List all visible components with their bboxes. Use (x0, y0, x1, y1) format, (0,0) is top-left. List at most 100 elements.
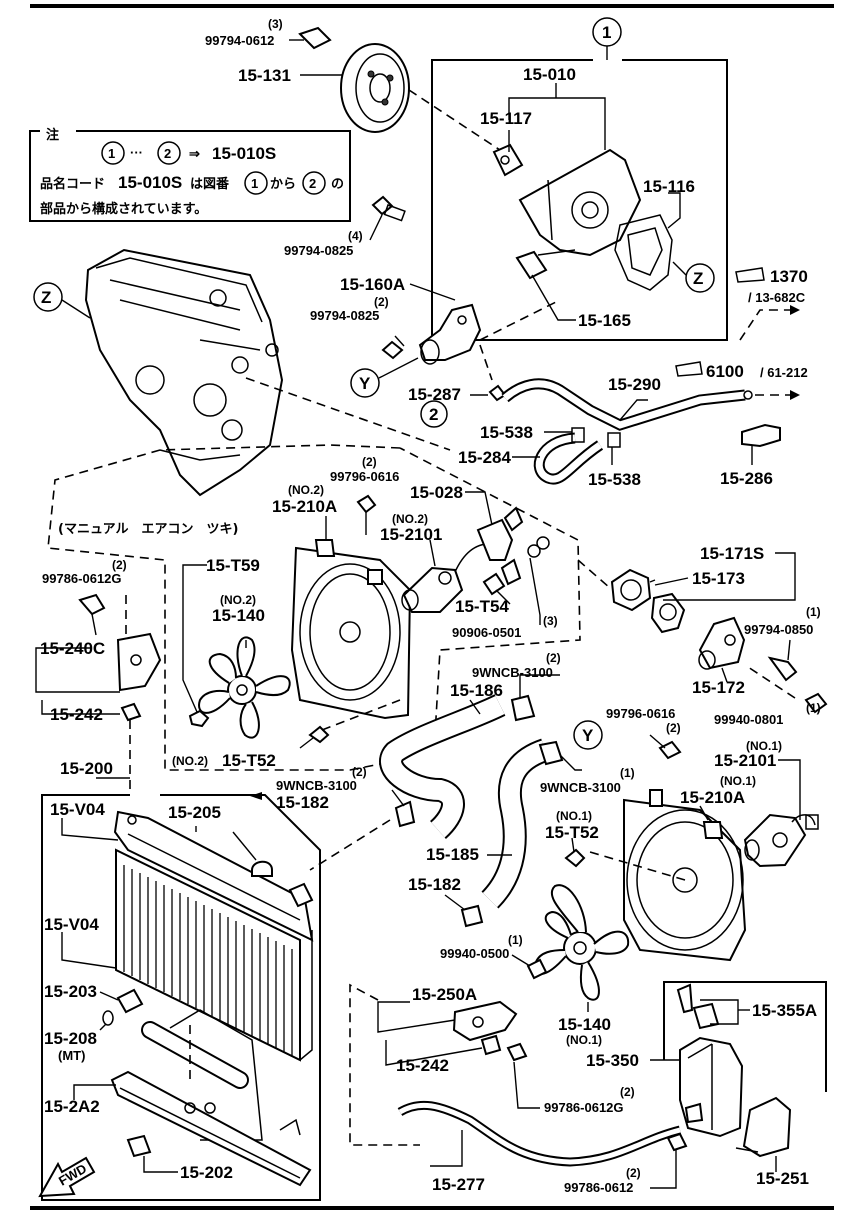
label-99940-0801: 99940-0801 (714, 712, 783, 727)
reservoir-box: 15-355A 15-350 15-251 (2) 99786-0612 (564, 981, 827, 1195)
label-15-210A-a: 15-210A (272, 497, 337, 516)
label-15-203: 15-203 (44, 982, 97, 1001)
engine-block: Z (33, 248, 451, 497)
note-line2-code: 15-010S (118, 173, 182, 192)
label-99796-0616-b: 99796-0616 (606, 706, 675, 721)
note-line2-mid: は図番 (190, 176, 230, 192)
callout-y-hose: Y (582, 726, 594, 745)
label-15-182-b: 15-182 (408, 875, 461, 894)
label-15-286: 15-286 (720, 469, 773, 488)
label-15-355A: 15-355A (752, 1001, 817, 1020)
label-15-172: 15-172 (692, 678, 745, 697)
fan-shroud-no2: (2) 99796-0616 (NO.2) 15-210A (272, 455, 412, 720)
qty-99794-0850: (1) (806, 605, 821, 619)
thermostat-set: 15-171S 15-173 (1) 99794-0850 15-172 (1)… (577, 544, 828, 727)
qty-99796-0616-a: (2) (362, 455, 377, 469)
bracket-15-250A: 15-250A 15-242 (2) 99786-0612G (349, 983, 635, 1146)
qty-99796-0616-b: (2) (666, 721, 681, 735)
qty-99940-0500: (1) (508, 933, 523, 947)
label-15-117: 15-117 (480, 109, 532, 128)
label-15-287: 15-287 (408, 385, 461, 404)
pulley: (3) 99794-0612 15-131 (205, 17, 501, 151)
label-15-277: 15-277 (432, 1175, 485, 1194)
upper-hose: 15-186 (2) 9WNCB-3100 (2) 9WNCB-3100 15-… (250, 651, 561, 871)
note-box: 注 1 ··· 2 ⇒ 15-010S 品名コード 15-010S は図番 1 … (29, 127, 351, 222)
callout-2: 2 (429, 405, 438, 424)
callout-1: 1 (602, 23, 611, 42)
note-line2-end: の (331, 177, 344, 192)
label-99786-0612G-a: 99786-0612G (42, 571, 122, 586)
qty-99786-0612G-a: (2) (112, 558, 127, 572)
label-15-538-b: 15-538 (588, 470, 641, 489)
fan-blade-no2: (NO.2) 15-140 15-T59 (NO.2) 15-T52 (172, 556, 401, 770)
note-heading: 注 (46, 127, 59, 143)
qty-15-2101-b: (NO.1) (746, 739, 782, 753)
label-15-2101-a: 15-2101 (380, 525, 442, 544)
ref-1370: 1370 (770, 267, 808, 286)
qty-99794-0612: (3) (268, 17, 283, 31)
note-line2-kara: から (270, 177, 296, 192)
reference-pointers: 1370 / 13-682C 6100 / 61-212 (675, 267, 808, 400)
label-15-010: 15-010 (523, 65, 576, 84)
bolt-99794-0825-4: (4) 99794-0825 (284, 195, 406, 258)
label-15-131: 15-131 (238, 66, 291, 85)
label-99794-0825-4: 99794-0825 (284, 243, 353, 258)
note-arrow: ⇒ (189, 146, 200, 161)
qty-15-T52-a: (NO.2) (172, 754, 208, 768)
label-9WNCB-c: 9WNCB-3100 (540, 780, 621, 795)
label-15-2A2: 15-2A2 (44, 1097, 100, 1116)
label-15-171S: 15-171S (700, 544, 764, 563)
qty-9WNCB-c: (1) (620, 766, 635, 780)
qty-9WNCB-a: (2) (546, 651, 561, 665)
label-99794-0612: 99794-0612 (205, 33, 274, 48)
fan-shroud-no1: (2) 99796-0616 (NO.1) 15-210A (NO.1) 15-… (589, 706, 819, 962)
label-15-160A: 15-160A (340, 275, 405, 294)
label-15-242-a: 15-242 (50, 705, 103, 724)
label-15-208: 15-208 (44, 1029, 97, 1048)
ac-fan-region: (マニュアル エアコン ツキ) (47, 444, 581, 771)
label-15-284: 15-284 (458, 448, 511, 467)
label-15-205: 15-205 (168, 803, 221, 822)
note-ref-from: 1 (108, 146, 115, 161)
note-line2-prefix: 品名コード (40, 176, 105, 192)
label-15-182-a: 15-182 (276, 793, 329, 812)
qty-15-140-b: (NO.1) (566, 1033, 602, 1047)
overflow-hose: 15-277 (397, 1100, 682, 1194)
note-kit-part: 15-010S (212, 144, 276, 163)
qty-99786-0612: (2) (626, 1166, 641, 1180)
label-15-350: 15-350 (586, 1051, 639, 1070)
label-15-T52-b: 15-T52 (545, 823, 599, 842)
qty-99794-0825-4: (4) (348, 229, 363, 243)
note-line2-to: 2 (309, 176, 316, 191)
water-pump-box: 1 Z 15-010 15-117 15-116 15-165 (431, 17, 728, 341)
label-15-140-a: 15-140 (212, 606, 265, 625)
callout-y-housing: Y (359, 374, 371, 393)
label-15-2101-b: 15-2101 (714, 751, 776, 770)
label-15-240C: 15-240C (40, 639, 105, 658)
ac-note: (マニュアル エアコン ツキ) (58, 522, 239, 537)
label-99786-0612G-b: 99786-0612G (544, 1100, 624, 1115)
label-15-140-b: 15-140 (558, 1015, 611, 1034)
qty-90906-0501: (3) (543, 614, 558, 628)
label-15-T54: 15-T54 (455, 597, 509, 616)
label-15-T59: 15-T59 (206, 556, 260, 575)
radiator-assembly: 15-200 15-205 15-V04 15-V0 (38, 759, 321, 1201)
qty-15-210A-a: (NO.2) (288, 483, 324, 497)
qty-99794-0825-2: (2) (374, 295, 389, 309)
label-15-250A: 15-250A (412, 985, 477, 1004)
bypass-pipe: 15-287 2 15-290 15-538 15-284 15-538 15-… (408, 375, 781, 489)
label-15-165: 15-165 (578, 311, 631, 330)
qty-15-210A-b: (NO.1) (720, 774, 756, 788)
qty-15-T52-b: (NO.1) (556, 809, 592, 823)
lower-hose: Y 9WNCB-3100 (1) 15-185 15-182 (408, 720, 635, 928)
label-15-242-b: 15-242 (396, 1056, 449, 1075)
label-15-202: 15-202 (180, 1163, 233, 1182)
callout-z-pump: Z (693, 269, 703, 288)
fan-blade-no1: 15-140 (NO.1) (NO.1) 15-T52 (1) 99940-05… (440, 809, 630, 1047)
ref-1370-sub: / 13-682C (748, 290, 806, 305)
qty-15-140-a: (NO.2) (220, 593, 256, 607)
label-99796-0616-a: 99796-0616 (330, 469, 399, 484)
label-15-200: 15-200 (60, 759, 113, 778)
fan-motor-no2: (NO.2) 15-2101 15-028 15-T54 (3) 90906-0… (380, 483, 558, 640)
